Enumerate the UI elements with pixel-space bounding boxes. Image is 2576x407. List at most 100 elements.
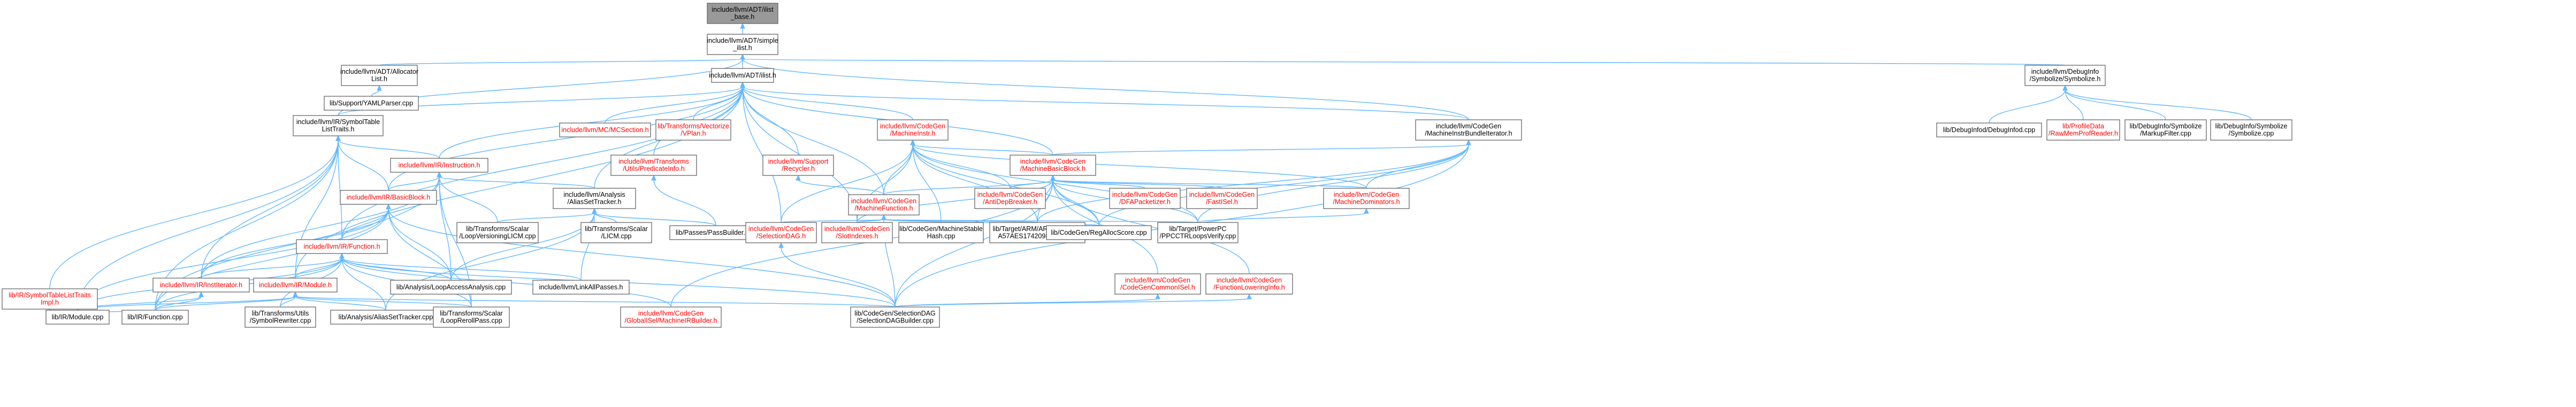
edge-line (295, 296, 472, 308)
graph-node-rawmemprof[interactable]: lib/ProfileData/RawMemProfReader.h (2046, 119, 2120, 141)
graph-node-dfapack[interactable]: include/llvm/CodeGen/DFAPacketizer.h (1109, 188, 1181, 209)
node-box (456, 222, 539, 243)
edge-arrowhead (339, 252, 345, 259)
graph-node-recycler[interactable]: include/llvm/Support/Recycler.h (762, 155, 834, 176)
node-label-line: include/llvm/ADT/ilist.h (709, 72, 776, 79)
graph-node-function[interactable]: include/llvm/IR/Function.h (296, 239, 388, 254)
graph-node-yaml[interactable]: lib/Support/YAMLParser.cpp (324, 96, 419, 111)
edge-line (439, 176, 595, 189)
dependency-edge (437, 171, 452, 281)
edge-line (439, 86, 743, 159)
node-label-line: /Symbolize/Symbolize.h (2030, 75, 2101, 83)
graph-node-antidep[interactable]: include/llvm/CodeGen/AntiDepBreaker.h (974, 188, 1046, 209)
node-label-line: lib/Transforms/Vectorize (658, 122, 729, 130)
graph-node-mdom[interactable]: include/llvm/CodeGen/MachineDominators.h (1323, 188, 1410, 209)
graph-node-loopvers[interactable]: lib/Transforms/Scalar/LoopVersioningLICM… (456, 222, 539, 243)
node-label-line: include/llvm/IR/InstIterator.h (160, 281, 242, 289)
node-box (1186, 188, 1258, 209)
graph-node-institer[interactable]: include/llvm/IR/InstIterator.h (152, 278, 250, 293)
edge-arrowhead (386, 203, 391, 210)
edge-line (338, 140, 342, 240)
node-label-line: Hash.cpp (927, 233, 956, 240)
graph-node-mcsection[interactable]: include/llvm/MC/MCSection.h (559, 122, 651, 137)
node-label-line: /MarkupFilter.cpp (2140, 130, 2191, 137)
graph-node-instruction[interactable]: include/llvm/IR/Instruction.h (390, 158, 488, 173)
graph-node-looprerolll[interactable]: lib/Transforms/Scalar/LoopRerollPass.cpp (433, 306, 510, 328)
edge-arrowhead (778, 242, 784, 248)
edge-line (912, 144, 1053, 156)
node-label-line: include/llvm/IR/BasicBlock.h (347, 194, 430, 201)
graph-node-slotidx[interactable]: include/llvm/CodeGen/SlotIndexes.h (821, 222, 893, 243)
graph-node-ilist[interactable]: include/llvm/ADT/ilist.h (709, 68, 776, 83)
graph-node-modcpp[interactable]: lib/IR/Module.cpp (45, 310, 110, 325)
node-label-line: lib/DebugInfo/Symbolize (2130, 122, 2202, 130)
graph-node-mibundle[interactable]: include/llvm/CodeGen/MachineInstrBundleI… (1415, 119, 1522, 141)
edge-arrowhead (740, 81, 745, 88)
edge-arrowhead (881, 214, 886, 220)
graph-node-linkall[interactable]: include/llvm/LinkAllPasses.h (532, 280, 630, 295)
graph-node-aliasset[interactable]: include/llvm/Analysis/AliasSetTracker.h (553, 188, 636, 209)
graph-node-symtab[interactable]: include/llvm/IR/SymbolTableListTraits.h (293, 115, 384, 136)
graph-node-basicblock[interactable]: include/llvm/IR/BasicBlock.h (340, 190, 437, 205)
node-label-line: /GlobalISel/MachineIRBuilder.h (624, 317, 717, 325)
graph-node-markupfilter[interactable]: lib/DebugInfo/Symbolize/MarkupFilter.cpp (2124, 119, 2207, 141)
edge-line (341, 86, 743, 240)
edge-arrowhead (198, 291, 204, 297)
node-label-line: lib/CodeGen/MachineStable (899, 225, 983, 233)
node-label-line: include/llvm/CodeGen (977, 191, 1043, 198)
node-label-line: /RawMemProfReader.h (2048, 130, 2118, 137)
graph-node-cgcommon[interactable]: include/llvm/CodeGen/CodeGenCommonISel.h (1114, 273, 1201, 295)
graph-node-loopaccess[interactable]: lib/Analysis/LoopAccessAnalysis.cpp (390, 280, 512, 295)
dependency-edge (605, 81, 745, 124)
edge-line (155, 296, 296, 311)
graph-node-symrewriter[interactable]: lib/Transforms/Utils/SymbolRewriter.cpp (244, 306, 316, 328)
node-box (390, 280, 512, 295)
edge-line (388, 208, 896, 308)
edge-arrowhead (740, 22, 745, 29)
edge-line (912, 144, 942, 223)
node-label-line: /Recycler.h (782, 165, 815, 173)
graph-node-licm[interactable]: lib/Transforms/Scalar/LICM.cpp (580, 222, 652, 243)
graph-node-regalloc[interactable]: lib/CodeGen/RegAllocScore.cpp (1046, 225, 1152, 240)
graph-node-fastisel[interactable]: include/llvm/CodeGen/FastISel.h (1186, 188, 1258, 209)
node-box (2, 288, 98, 310)
node-box (707, 3, 778, 24)
node-label-line: include/llvm/CodeGen (880, 122, 945, 130)
graph-node-predinfo[interactable]: include/llvm/Transforms/Utils/PredicateI… (610, 155, 697, 176)
graph-node-globalisel[interactable]: include/llvm/CodeGen/GlobalISel/MachineI… (620, 306, 722, 328)
graph-node-ppcctr[interactable]: lib/Target/PowerPC/PPCCTRLoopsVerify.cpp (1157, 222, 1239, 243)
edge-line (295, 296, 386, 311)
graph-node-seldag[interactable]: include/llvm/CodeGen/SelectionDAG.h (745, 222, 817, 243)
graph-node-mbb[interactable]: include/llvm/CodeGen/MachineBasicBlock.h (1010, 155, 1096, 176)
dependency-edge (781, 214, 886, 223)
node-box (877, 119, 949, 141)
node-box (762, 155, 834, 176)
graph-node-symbolizer[interactable]: include/llvm/DebugInfo/Symbolize/Symboli… (2024, 65, 2106, 86)
edge-line (883, 219, 1198, 223)
node-label-line: lib/DebugInfod/DebugInfod.cpp (1943, 126, 2035, 134)
graph-node-module[interactable]: include/llvm/IR/Module.h (253, 278, 338, 293)
graph-node-vplan[interactable]: lib/Transforms/Vectorize/VPlan.h (655, 119, 731, 141)
edge-line (341, 208, 389, 240)
node-label-line: Impl.h (41, 299, 59, 306)
graph-node-aliassetcpp[interactable]: lib/Analysis/AliasSetTracker.cpp (330, 310, 441, 325)
dependency-edge (740, 22, 745, 35)
dependency-edge (895, 293, 1252, 308)
graph-node-machinstr[interactable]: include/llvm/CodeGen/MachineInstr.h (877, 119, 949, 141)
node-box (974, 188, 1046, 209)
graph-node-simple[interactable]: include/llvm/ADT/simple_ilist.h (707, 34, 778, 55)
node-label-line: _ilist.h (732, 44, 752, 52)
graph-node-funclower[interactable]: include/llvm/CodeGen/FunctionLoweringInf… (1205, 273, 1293, 295)
node-label-line: include/llvm/CodeGen (1189, 191, 1255, 198)
graph-node-funccpp[interactable]: lib/IR/Function.cpp (121, 310, 189, 325)
graph-node-symbolizecpp[interactable]: lib/DebugInfo/Symbolize/Symbolize.cpp (2210, 119, 2292, 141)
graph-node-dbgtool[interactable]: lib/DebugInfod/DebugInfod.cpp (1936, 122, 2042, 137)
node-label-line: /FunctionLoweringInfo.h (1213, 284, 1285, 291)
node-label-line: /SlotIndexes.h (836, 233, 878, 240)
node-label-line: lib/Analysis/LoopAccessAnalysis.cpp (396, 283, 506, 291)
graph-node-mf[interactable]: include/llvm/CodeGen/MachineFunction.h (848, 194, 920, 216)
graph-node-seldagbuilder[interactable]: lib/CodeGen/SelectionDAG/SelectionDAGBui… (850, 306, 940, 328)
